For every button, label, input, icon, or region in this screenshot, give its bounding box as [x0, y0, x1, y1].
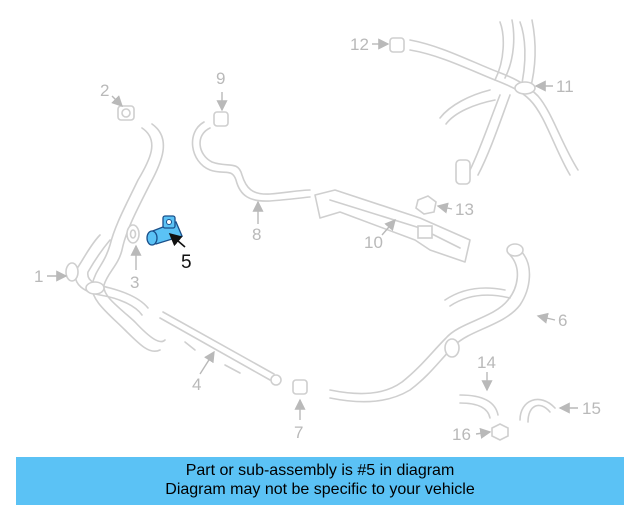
callout-12[interactable]: 12: [350, 35, 369, 54]
callout-15[interactable]: 15: [582, 399, 601, 418]
banner-line-2: Diagram may not be specific to your vehi…: [165, 481, 475, 498]
callout-1[interactable]: 1: [34, 267, 43, 286]
part-12-clamp: [389, 37, 405, 53]
part-8-hose: [191, 121, 311, 202]
part-6-hose: [329, 243, 531, 403]
part-15-hose: [519, 398, 556, 423]
part-1-hose: [65, 123, 166, 352]
part-4-pipe: [159, 311, 282, 386]
callout-2[interactable]: 2: [100, 81, 109, 100]
callout-3[interactable]: 3: [130, 273, 139, 292]
part-3-gasket: [126, 224, 140, 244]
part-11-hose: [409, 19, 579, 185]
part-16-nut: [491, 423, 509, 441]
part-13-nut: [415, 195, 437, 215]
part-9-clip: [213, 111, 229, 127]
callout-8[interactable]: 8: [252, 225, 261, 244]
callout-14[interactable]: 14: [477, 353, 496, 372]
part-7-clamp: [292, 379, 308, 395]
callout-16[interactable]: 16: [452, 425, 471, 444]
callout-11[interactable]: 11: [556, 77, 574, 96]
callout-7[interactable]: 7: [294, 423, 303, 442]
part-2-clamp: [117, 105, 135, 121]
part-10-bracket: [314, 189, 471, 263]
info-banner: Part or sub-assembly is #5 in diagram Di…: [16, 457, 624, 505]
callout-10[interactable]: 10: [364, 233, 383, 252]
parts-diagram: 1 2 3 4 5 6 7 8 9 10 11 12 13 14 15 16: [34, 19, 601, 444]
callout-4[interactable]: 4: [192, 375, 201, 394]
banner-line-1: Part or sub-assembly is #5 in diagram: [185, 462, 455, 479]
callout-6[interactable]: 6: [558, 311, 567, 330]
callout-9[interactable]: 9: [216, 69, 225, 88]
callout-13[interactable]: 13: [455, 200, 474, 219]
part-14-hose: [459, 394, 499, 419]
callout-5[interactable]: 5: [181, 252, 192, 273]
